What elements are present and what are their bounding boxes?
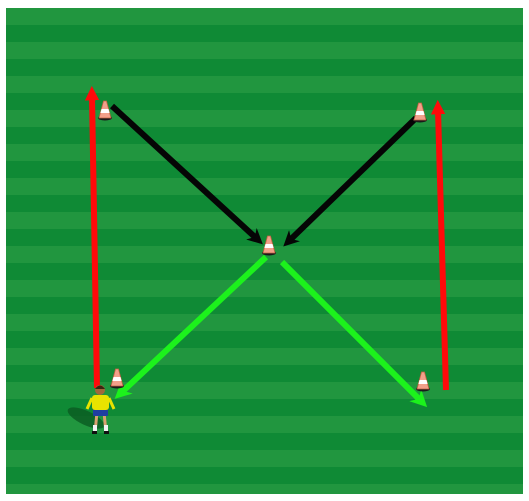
pitch-stripe — [6, 195, 523, 212]
pitch-stripe — [6, 314, 523, 331]
pitch-stripe — [6, 297, 523, 314]
pitch-stripe — [6, 127, 523, 144]
player-left-arm — [85, 397, 94, 410]
player-right-boot — [104, 431, 109, 434]
player-right-sock — [104, 425, 108, 431]
player-hair — [95, 385, 105, 389]
pitch-stripe — [6, 263, 523, 280]
player-right-arm — [107, 397, 116, 410]
player-left-boot — [92, 431, 97, 434]
pitch-stripe — [6, 348, 523, 365]
pitch-stripe — [6, 331, 523, 348]
cone-stripe — [418, 380, 428, 384]
run-arrow-right — [430, 99, 449, 391]
player-left-sock — [93, 425, 97, 431]
pitch-stripe — [6, 178, 523, 195]
pass-arrow-top-left — [109, 103, 263, 245]
pitch-stripe — [6, 433, 523, 450]
pitch-stripe — [6, 399, 523, 416]
cone-top-right — [413, 102, 427, 123]
pitch-stripes — [6, 8, 523, 494]
cone-stripe — [264, 244, 274, 248]
pitch-stripe — [6, 110, 523, 127]
pitch-stripe — [6, 25, 523, 42]
pitch-stripe — [6, 229, 523, 246]
pitch-stripe — [6, 484, 523, 494]
cone-top-left — [98, 100, 112, 121]
pitch-stripe — [6, 42, 523, 59]
cone-center — [262, 235, 276, 256]
player-figure — [67, 385, 116, 434]
run-arrow-left — [84, 85, 100, 389]
pitch-stripe — [6, 93, 523, 110]
cone-bottom-right — [416, 371, 430, 392]
cone-stripe — [415, 111, 425, 115]
pitch-stripe — [6, 467, 523, 484]
pitch-stripe — [6, 450, 523, 467]
pitch-stripe — [6, 59, 523, 76]
pitch-stripe — [6, 416, 523, 433]
cones — [98, 100, 430, 392]
pitch-stripe — [6, 144, 523, 161]
pitch-stripe — [6, 212, 523, 229]
player-shirt — [92, 395, 109, 410]
cone-bottom-left — [110, 368, 124, 389]
pitch-stripe — [6, 280, 523, 297]
pitch-stripe — [6, 161, 523, 178]
pitch-stripe — [6, 8, 523, 25]
cone-stripe — [100, 109, 110, 113]
pass-arrow-top-right — [283, 115, 419, 247]
green-arrow-bottom-right — [279, 259, 428, 408]
cone-stripe — [112, 377, 122, 381]
player-shorts — [93, 409, 108, 416]
green-arrow-bottom-left — [114, 254, 269, 399]
pitch-stripe — [6, 76, 523, 93]
pitch-stripe — [6, 382, 523, 399]
